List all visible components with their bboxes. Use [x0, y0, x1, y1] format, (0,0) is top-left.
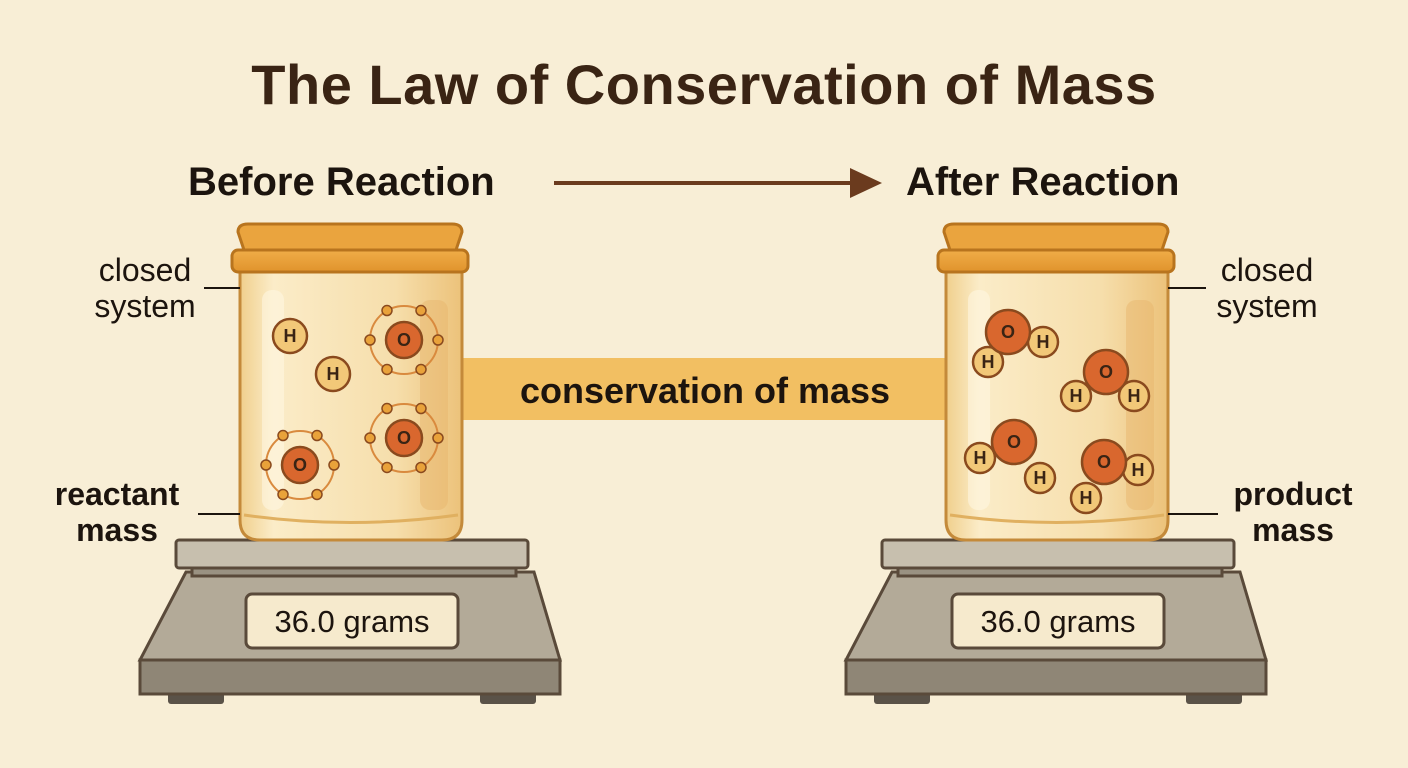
hydrogen-atom: [314, 355, 352, 393]
after-reaction-heading: After Reaction: [906, 160, 1180, 204]
hydrogen-atom: [963, 441, 997, 475]
electron-dot: [381, 461, 393, 474]
left-jar-lid: [230, 248, 470, 274]
hydrogen-atom-letter: H: [982, 352, 995, 372]
electron-dot: [381, 402, 393, 415]
hydrogen-atom: [1023, 461, 1057, 495]
right-closed-system-label: closed system: [1202, 252, 1332, 324]
oxygen-atom-letter: O: [1097, 452, 1111, 472]
product-mass-line1: product: [1233, 476, 1353, 512]
electron-dot: [277, 488, 289, 501]
oxygen-atom-letter: O: [397, 428, 411, 448]
reactant-mass-line2: mass: [76, 512, 158, 548]
right-scale: [843, 538, 1269, 704]
left-closed-system-line1: closed: [98, 252, 192, 288]
hydrogen-atom-letter: H: [1128, 386, 1141, 406]
electron-dot: [260, 459, 272, 471]
oxygen-atom-letter: O: [293, 455, 307, 475]
reactant-mass-label: reactant mass: [40, 476, 194, 548]
leader-lines: [198, 287, 1218, 515]
oxygen-atom: [984, 308, 1032, 356]
oxygen-atom-letter: O: [1007, 432, 1021, 452]
reactant-molecules: H H O O O: [260, 304, 444, 501]
electron-dot: [432, 334, 444, 346]
right-closed-system-line1: closed: [1220, 252, 1314, 288]
electron-dot: [311, 429, 323, 442]
hydrogen-atom-letter: H: [1037, 332, 1050, 352]
conservation-of-mass-label: conservation of mass: [519, 370, 891, 411]
electron-dot: [415, 363, 427, 376]
conservation-band: [462, 358, 950, 420]
oxygen-atom-letter: O: [397, 330, 411, 350]
hydrogen-atom-letter: H: [1080, 488, 1093, 508]
right-closed-system-line2: system: [1216, 288, 1318, 324]
electron-dot: [381, 304, 393, 317]
left-jar: [230, 222, 470, 542]
reactant-mass-line1: reactant: [54, 476, 180, 512]
hydrogen-atom-letter: H: [1070, 386, 1083, 406]
oxygen-atom: [280, 445, 320, 485]
hydrogen-atom-letter: H: [1034, 468, 1047, 488]
right-scale-display: [950, 592, 1166, 650]
left-closed-system-label: closed system: [80, 252, 210, 324]
left-scale: [137, 538, 563, 704]
electron-dot: [364, 334, 376, 346]
electron-dot: [415, 402, 427, 415]
oxygen-atom: [384, 418, 424, 458]
page-title: The Law of Conservation of Mass: [251, 53, 1157, 116]
hydrogen-atom-letter: H: [974, 448, 987, 468]
hydrogen-atom: [1117, 379, 1151, 413]
oxygen-atom: [1082, 348, 1130, 396]
product-mass-label: product mass: [1218, 476, 1368, 548]
oxygen-atom-letter: O: [1099, 362, 1113, 382]
electron-dot: [415, 304, 427, 317]
product-mass-line2: mass: [1252, 512, 1334, 548]
hydrogen-atom: [271, 317, 309, 355]
right-jar-lid: [936, 248, 1176, 274]
left-scale-display: [244, 592, 460, 650]
electron-dot: [415, 461, 427, 474]
electron-dot: [328, 459, 340, 471]
electron-dot: [277, 429, 289, 442]
oxygen-atom: [1080, 438, 1128, 486]
hydrogen-atom-letter: H: [1132, 460, 1145, 480]
electron-dot: [432, 432, 444, 444]
oxygen-atom-letter: O: [1001, 322, 1015, 342]
left-scale-readout: 36.0 grams: [274, 604, 430, 639]
hydrogen-atom: [971, 345, 1005, 379]
reaction-arrow: [554, 168, 882, 198]
hydrogen-atom: [1059, 379, 1093, 413]
hydrogen-atom-letter: H: [284, 326, 297, 346]
oxygen-atom: [990, 418, 1038, 466]
before-reaction-heading: Before Reaction: [188, 160, 495, 204]
right-scale-readout: 36.0 grams: [980, 604, 1136, 639]
electron-dot: [311, 488, 323, 501]
oxygen-atom: [384, 320, 424, 360]
left-closed-system-line2: system: [94, 288, 196, 324]
electron-dot: [381, 363, 393, 376]
hydrogen-atom-letter: H: [327, 364, 340, 384]
electron-dot: [364, 432, 376, 444]
hydrogen-atom: [1069, 481, 1103, 515]
